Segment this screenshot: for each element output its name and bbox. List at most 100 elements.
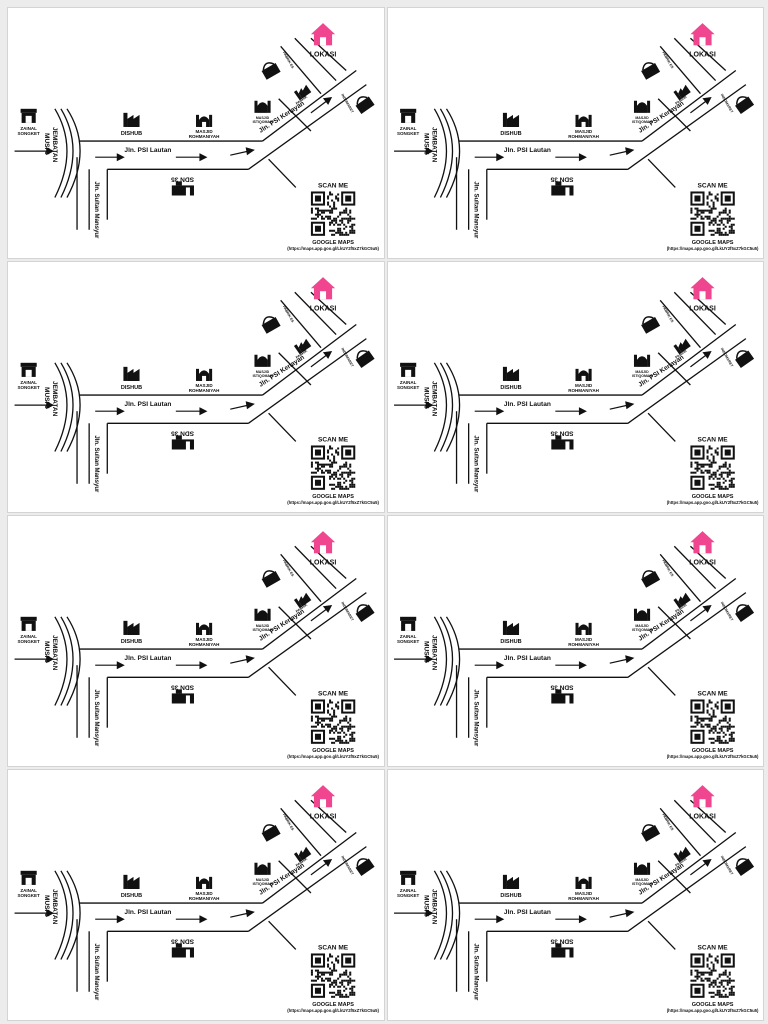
bridge-curve-left: [54, 870, 68, 960]
arrows: [394, 96, 712, 162]
road-upper-3: [278, 98, 312, 132]
maps-url-label: (https://maps.app.goo.gl/LkUY2f5xZ7kGC5u…: [287, 754, 379, 759]
indomaret-label: INDOMARET: [720, 601, 735, 622]
sdn-label: SDN 35: [550, 937, 573, 944]
sdn-label: SDN 35: [171, 683, 194, 690]
road-branch-lower: [647, 666, 676, 696]
map-card: LOKASI ZAINAL SONGKET JEMBATAN MUSI 6 DI…: [7, 769, 385, 1021]
school-icon: [171, 181, 194, 196]
songket-label: SONGKET: [397, 131, 420, 136]
zainal-label: ZAINAL: [400, 888, 417, 893]
maps-url-label: (https://maps.app.goo.gl/LkUY2f5xZ7kGC5u…: [287, 1008, 379, 1013]
masjid-small-label-1: MASJID: [635, 116, 649, 120]
bridge-curve-inner: [66, 108, 81, 198]
songket-label: SONGKET: [397, 893, 420, 898]
indomaret-icon: [735, 96, 755, 114]
road-upper-3: [657, 606, 691, 640]
home-icon: [310, 531, 336, 554]
musi-label: MUSI 6: [422, 641, 429, 663]
jln-sultan-label: Jln. Sultan Mansyur: [93, 181, 99, 239]
zainal-label: ZAINAL: [20, 634, 37, 639]
jembatan-label: JEMBATAN: [51, 381, 58, 417]
home-icon: [690, 531, 715, 554]
dishub-label: DISHUB: [500, 385, 521, 391]
lokasi-label: LOKASI: [689, 51, 716, 58]
pabrik-label-2: PABRIK: [675, 602, 688, 613]
road-branch-lower: [268, 412, 297, 442]
google-maps-label: GOOGLE MAPS: [312, 1002, 354, 1008]
mosque-icon: [196, 368, 213, 381]
road-upper-2: [294, 37, 337, 82]
musi-label: MUSI 6: [422, 133, 429, 155]
road-upper-3: [278, 860, 312, 894]
pabrik-label-2: PABRIK: [295, 348, 308, 359]
zainal-label: ZAINAL: [400, 634, 417, 639]
basket-icon: [641, 570, 661, 588]
mosque-icon: [196, 876, 213, 889]
factory-icon: [123, 874, 140, 889]
school-icon: [551, 943, 574, 958]
road-upper-1: [280, 45, 322, 95]
dishub-label: DISHUB: [121, 385, 142, 391]
indomaret-label: INDOMARET: [720, 855, 735, 876]
arrows: [14, 350, 333, 416]
qr-code: [690, 953, 735, 998]
road-branch-lower: [647, 412, 676, 442]
rohmaniyah-label: ROHMANIYAH: [189, 134, 220, 139]
store-icon: [20, 616, 37, 631]
masjid-small-label-1: MASJID: [635, 878, 649, 882]
indomaret-label: INDOMARET: [720, 347, 735, 368]
home-icon: [690, 785, 715, 808]
map-sketch: LOKASI ZAINAL SONGKET JEMBATAN MUSI 6 DI…: [14, 23, 380, 251]
road-upper-1: [659, 807, 701, 857]
mosque-small-icon: [254, 354, 271, 367]
bridge-curve-outer: [439, 616, 454, 706]
factory-icon: [123, 620, 140, 635]
jembatan-label: JEMBATAN: [51, 635, 58, 671]
store-icon: [400, 616, 417, 631]
indomaret-icon: [355, 604, 375, 622]
scan-me-label: SCAN ME: [318, 182, 349, 189]
mosque-icon: [196, 114, 213, 127]
road-upper-3: [657, 860, 691, 894]
basket-icon: [641, 316, 661, 334]
road-kenayan-top: [641, 69, 737, 142]
road-branch-lower: [268, 158, 297, 188]
lokasi-label: LOKASI: [689, 305, 716, 312]
jln-sultan-label: Jln. Sultan Mansyur: [473, 943, 479, 1001]
jembatan-label: JEMBATAN: [430, 635, 437, 671]
bridge-curve-outer: [60, 108, 74, 198]
musi-label: MUSI 6: [43, 387, 50, 409]
masjid-small-label-1: MASJID: [635, 370, 649, 374]
maps-url-label: (https://maps.app.goo.gl/LkUY2f5xZ7kGC5u…: [667, 500, 759, 505]
jln-psi-label: Jln. PSI Lautan: [504, 655, 551, 662]
pabrik-label-2: PABRIK: [295, 856, 308, 867]
road-branch-lower: [268, 666, 297, 696]
roads: [54, 37, 367, 230]
pabrik-label-2: PABRIK: [675, 856, 688, 867]
masjid-small-label-1: MASJID: [256, 370, 270, 374]
jln-psi-label: Jln. PSI Lautan: [124, 909, 171, 916]
bridge-curve-left: [54, 108, 68, 198]
bridge-curve-inner: [66, 362, 81, 452]
road-upper-1: [280, 807, 322, 857]
road-branch-lower: [647, 158, 676, 188]
sdn-label: SDN 35: [550, 683, 573, 690]
masjid-small-label-2: ISTIQOMAH: [253, 374, 273, 378]
map-sketch: LOKASI ZAINAL SONGKET JEMBATAN MUSI 6 DI…: [14, 277, 380, 505]
bridge-curve-left: [54, 362, 68, 452]
road-kenayan-top: [262, 323, 357, 396]
dishub-label: DISHUB: [121, 893, 142, 899]
songket-label: SONGKET: [17, 639, 40, 644]
road-kenayan-top: [262, 69, 357, 142]
maps-url-label: (https://maps.app.goo.gl/LkUY2f5xZ7kGC5u…: [287, 246, 379, 251]
dishub-label: DISHUB: [500, 893, 521, 899]
road-upper-3: [278, 606, 312, 640]
mosque-icon: [575, 876, 592, 889]
road-upper-2: [294, 291, 337, 336]
lokasi-label: LOKASI: [689, 559, 716, 566]
map-card: LOKASI ZAINAL SONGKET JEMBATAN MUSI 6 DI…: [387, 261, 764, 513]
road-upper-1: [659, 299, 701, 349]
scan-me-label: SCAN ME: [318, 436, 349, 443]
road-upper-2: [673, 799, 717, 844]
